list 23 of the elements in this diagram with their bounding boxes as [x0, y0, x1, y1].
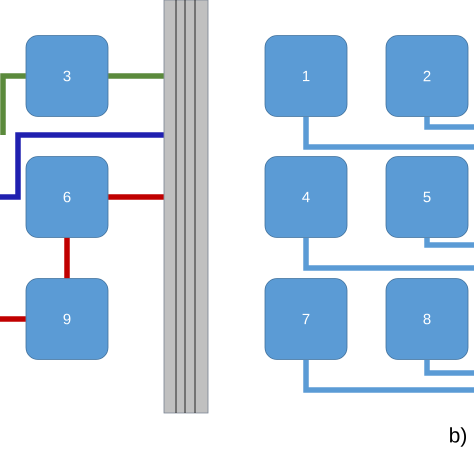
wire: [108, 194, 164, 200]
device-box: 1: [264, 35, 348, 117]
device-box: 9: [26, 278, 108, 360]
wire: [64, 238, 70, 278]
device-box: 4: [264, 156, 348, 238]
wire: [303, 360, 474, 393]
wire: [0, 73, 26, 135]
device-box: 3: [26, 35, 108, 117]
panel-label: b): [450, 427, 466, 447]
wire: [108, 73, 164, 79]
wire: [424, 238, 474, 248]
bus-bar: [164, 0, 208, 414]
device-box: 8: [386, 278, 468, 360]
wire: [424, 116, 474, 130]
wire: [0, 316, 26, 322]
device-box: 6: [26, 156, 108, 238]
device-box: 5: [386, 156, 468, 238]
wire: [424, 360, 474, 376]
wire: [303, 238, 474, 271]
wire: [0, 132, 164, 200]
device-box: 7: [264, 278, 348, 360]
device-box: 2: [386, 35, 468, 117]
wire: [303, 116, 474, 150]
